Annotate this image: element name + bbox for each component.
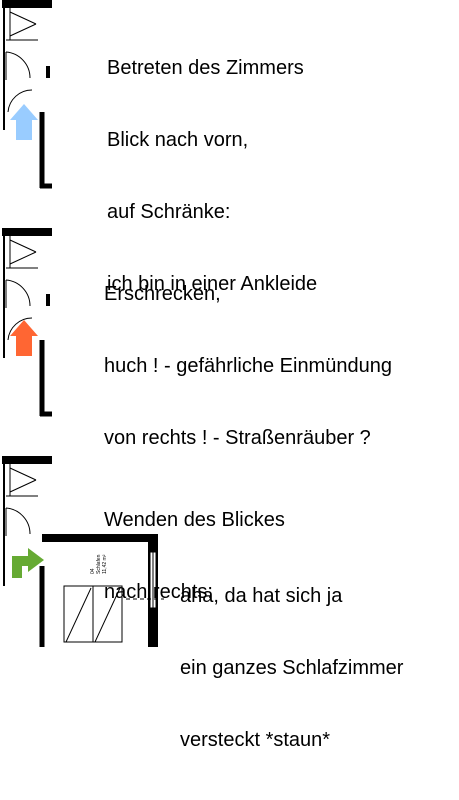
wardrobe-line [94,587,121,643]
caption-line: aha, da hat sich ja [180,585,343,607]
caption-line: ich bin in einer Ankleide [107,273,318,295]
wardrobe-line [65,587,92,643]
door-swing [7,317,33,341]
door-swing [5,507,31,535]
caption-line: versteckt *staun* [180,729,331,751]
door-swing [5,51,31,79]
wall-top [2,0,52,8]
wall-top [2,228,52,236]
caption-line: ein ganzes Schlafzimmer [180,657,404,679]
arrow-right-icon [12,548,44,578]
caption-3-side: aha, da hat sich ja ein ganzes Schlafzim… [180,536,403,800]
room-label: 04 Schlafen 11,42 m² [90,554,108,574]
caption-1: Betreten des Zimmers Blick nach vorn, au… [107,8,317,344]
panel-1: Betreten des Zimmers Blick nach vorn, au… [0,0,459,295]
arrow-up-icon [10,320,38,356]
wardrobe-line [9,11,37,25]
wall-stub [46,66,50,78]
door-swing [5,279,31,307]
floor-plan-2 [2,228,52,417]
wardrobe-line [9,251,37,265]
room-name: Schlafen [96,554,102,574]
caption-line: huch ! - gefährliche Einmündung [104,355,392,377]
caption-3-top: Wenden des Blickes nach rechts: [104,460,285,652]
caption-line: auf Schränke: [107,201,231,223]
caption-line: Betreten des Zimmers [107,57,304,79]
wardrobe-line [9,479,37,493]
arrow-up-icon [10,104,38,140]
panel-3: 04 Schlafen 11,42 m² Wenden des Blickes … [0,456,459,751]
caption-line: von rechts ! - Straßenräuber ? [104,427,371,449]
floor-plan-1 [2,0,52,189]
floor-plan-3: 04 Schlafen 11,42 m² [2,456,164,647]
wardrobe-line [9,23,37,37]
room-area: 11,42 m² [102,554,108,574]
wall-stub [46,294,50,306]
wall-top [2,456,52,464]
bedroom-wall-top [42,534,158,542]
door-swing [7,89,33,113]
caption-line: Wenden des Blickes [104,509,285,531]
wardrobe-line [9,239,37,253]
room-number: 04 [90,568,96,574]
caption-2: Erschrecken, huch ! - gefährliche Einmün… [104,234,392,498]
wardrobe-line [9,467,37,481]
panel-2: Erschrecken, huch ! - gefährliche Einmün… [0,228,459,449]
caption-line: nach rechts: [104,581,213,603]
caption-line: Blick nach vorn, [107,129,249,151]
caption-line: Erschrecken, [104,283,221,305]
